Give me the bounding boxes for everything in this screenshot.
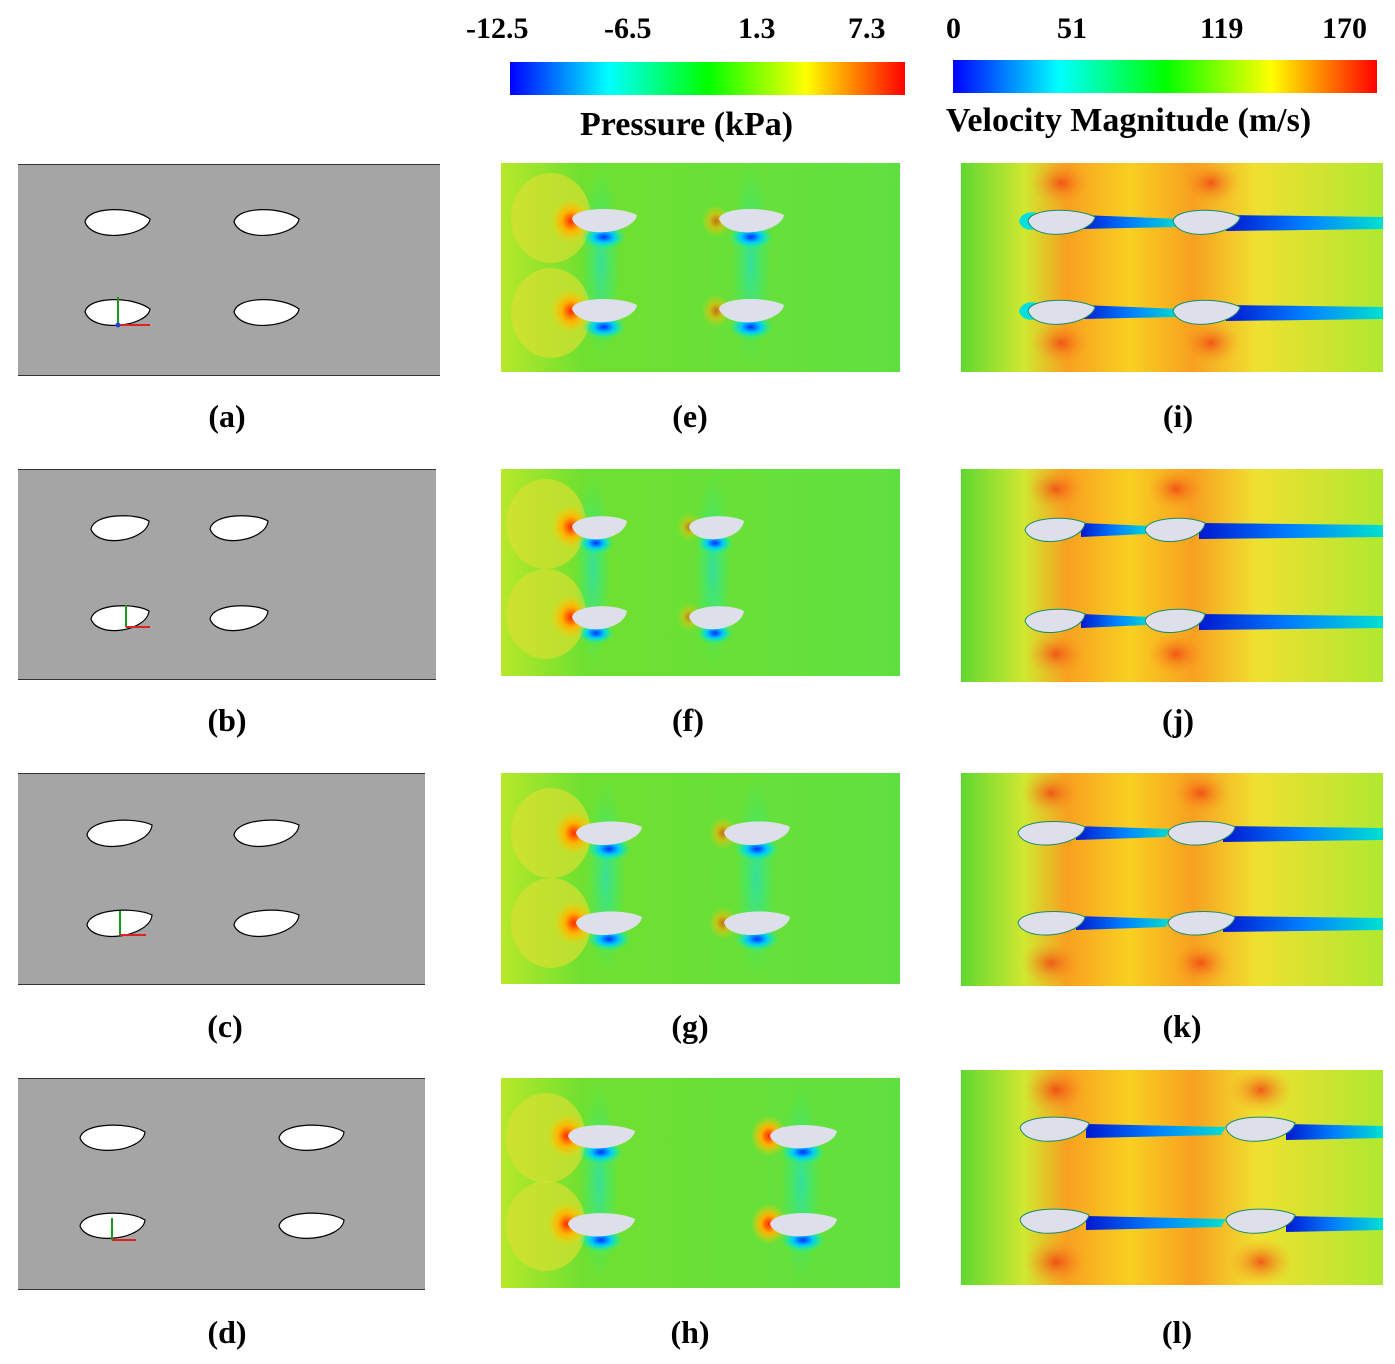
geometry-panel-b [18, 469, 436, 680]
pressure-tick-1: -12.5 [466, 12, 529, 45]
label-b: (b) [207, 702, 247, 738]
label-k: (k) [1162, 1008, 1202, 1044]
velocity-panel-l [961, 1070, 1383, 1285]
label-j: (j) [1162, 702, 1194, 738]
pressure-panel-g [501, 773, 900, 984]
label-g: (g) [671, 1008, 709, 1044]
pressure-tick-4: 7.3 [848, 12, 886, 45]
velocity-panel-j [961, 469, 1383, 682]
pressure-colorbar [510, 62, 905, 95]
pressure-panel-f [501, 469, 900, 676]
velocity-tick-1: 0 [946, 12, 961, 45]
label-a: (a) [208, 398, 246, 434]
velocity-tick-2: 51 [1057, 12, 1087, 45]
velocity-panel-k [961, 773, 1383, 986]
velocity-tick-4: 170 [1322, 12, 1367, 45]
pressure-tick-3: 1.3 [738, 12, 776, 45]
velocity-panel-i [961, 163, 1383, 372]
label-c: (c) [207, 1008, 243, 1044]
geometry-panel-d [18, 1078, 425, 1290]
pressure-colorbar-title: Pressure (kPa) [580, 106, 794, 143]
label-f: (f) [672, 702, 704, 738]
geometry-panel-a [18, 164, 440, 376]
pressure-panel-e [501, 163, 900, 372]
label-l: (l) [1161, 1314, 1193, 1350]
velocity-tick-3: 119 [1200, 12, 1244, 45]
velocity-colorbar [953, 60, 1377, 93]
label-h: (h) [670, 1314, 710, 1350]
pressure-panel-h [501, 1078, 900, 1288]
label-d: (d) [207, 1314, 247, 1350]
pressure-tick-2: -6.5 [604, 12, 652, 45]
label-i: (i) [1162, 398, 1194, 434]
geometry-panel-c [18, 773, 425, 985]
label-e: (e) [672, 398, 708, 434]
velocity-colorbar-title: Velocity Magnitude (m/s) [946, 102, 1312, 139]
